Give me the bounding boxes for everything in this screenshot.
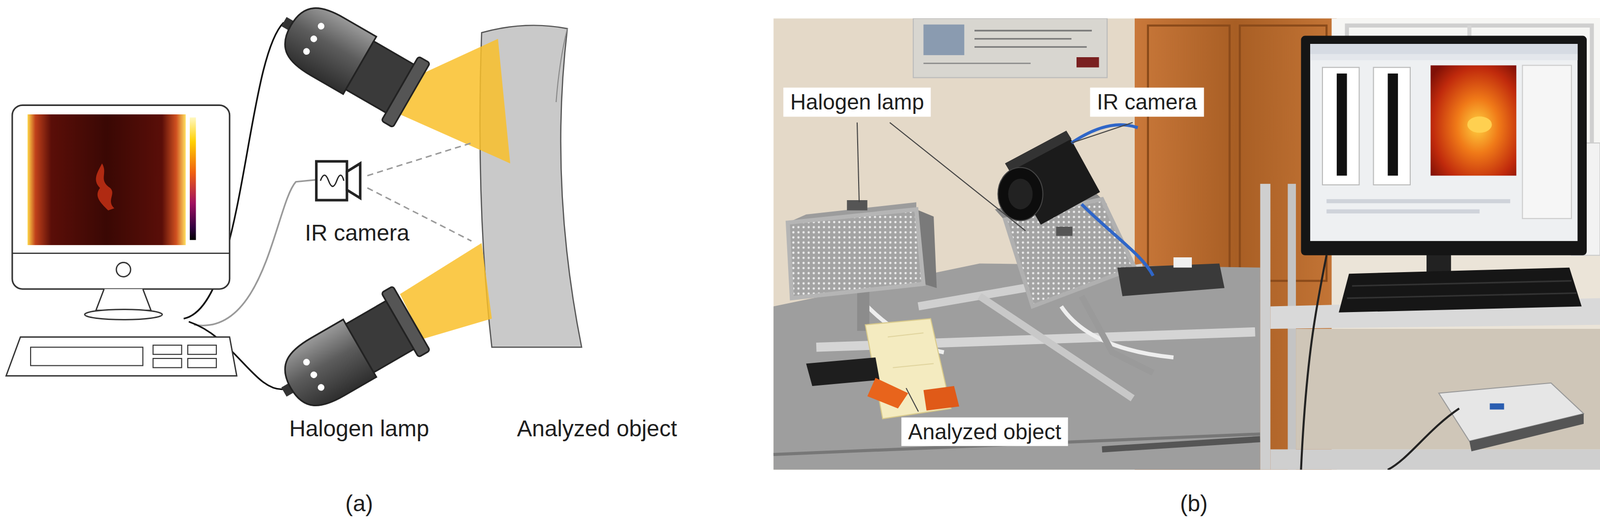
monitor-photo — [1310, 54, 1578, 61]
computer-icon — [187, 345, 217, 355]
photo-panel — [1270, 449, 1600, 470]
part-label: IR camera — [304, 219, 410, 246]
photo-panel — [1117, 263, 1225, 296]
halogen-lamp-photo — [787, 209, 924, 299]
photo-panel — [805, 357, 880, 386]
ir-camera-photo — [1081, 204, 1153, 276]
ir-camera-icon — [320, 174, 345, 187]
ir-camera-photo — [1005, 130, 1072, 172]
monitor-photo — [1336, 73, 1348, 176]
analyzed-object-photo — [887, 332, 924, 337]
ir-camera-icon — [316, 161, 348, 201]
photo-panel — [923, 24, 965, 56]
panel-label: (b) — [1180, 489, 1208, 517]
photo-panel — [974, 30, 1092, 32]
computer-icon — [5, 104, 237, 376]
halogen-lamp-photo — [1056, 226, 1073, 237]
ir-camera-icon — [367, 142, 472, 176]
photo-panel — [1347, 293, 1577, 299]
ir-camera-photo — [998, 124, 1154, 276]
computer-icon — [153, 358, 182, 368]
ir-camera-photo — [998, 167, 1044, 221]
halogen-lamp-icon — [265, 0, 430, 128]
leader-lines — [857, 122, 1133, 412]
part-label: Halogen lamp — [289, 415, 430, 442]
analyzed-object-sheet — [556, 28, 568, 103]
monitor-photo — [1310, 43, 1578, 242]
photo-panel — [1338, 267, 1582, 313]
photo-panel — [867, 377, 909, 409]
photo-panel — [1061, 306, 1174, 358]
photo-panel — [773, 18, 1600, 470]
analyzed-object-photo — [892, 363, 934, 368]
photo-panel — [974, 46, 1087, 48]
computer-icon — [96, 288, 152, 311]
monitor-photo — [1300, 35, 1587, 256]
halogen-lamp-icon — [265, 285, 430, 424]
computer-icon — [30, 347, 143, 366]
callout-label: IR camera — [1089, 87, 1204, 117]
monitor-photo — [1326, 199, 1511, 204]
photo-panel — [1173, 257, 1192, 268]
computer-icon — [187, 358, 217, 368]
computer-icon — [96, 163, 115, 210]
ir-camera-photo — [1008, 178, 1033, 210]
halogen-lamp-photo — [1081, 296, 1153, 373]
leader-lines — [1071, 122, 1133, 143]
leader-lines — [905, 387, 919, 412]
callout-label: Analyzed object — [901, 417, 1069, 447]
monitor-photo — [1430, 65, 1517, 176]
computer-icon — [12, 252, 230, 254]
photo-panel — [1469, 413, 1584, 452]
monitor-photo — [1387, 73, 1398, 176]
monitor-photo — [1310, 43, 1578, 55]
photo-panel — [913, 18, 1108, 78]
part-label: Analyzed object — [517, 415, 678, 442]
photo-panel — [1489, 403, 1504, 410]
photo-panel — [1387, 408, 1460, 470]
halogen-lamp-photo — [787, 200, 937, 331]
photo-panel — [923, 385, 959, 411]
photo-panel — [773, 18, 1600, 470]
photo-panel — [923, 62, 1031, 64]
monitor-photo — [1373, 67, 1411, 185]
monitor-photo — [1522, 65, 1572, 219]
halogen-lamp-photo — [846, 200, 868, 211]
photo-panel — [1102, 439, 1261, 450]
photo-panel — [1295, 328, 1600, 450]
photo-panel — [1076, 57, 1100, 68]
computer-icon — [12, 104, 230, 289]
monitor-photo — [1300, 35, 1587, 298]
monitor-photo — [1322, 67, 1360, 185]
monitor-photo — [1467, 116, 1493, 133]
photo-panel — [974, 37, 1072, 40]
photo-panel — [1147, 25, 1230, 281]
photo-panel — [1352, 280, 1572, 286]
photo-panel — [1300, 255, 1327, 470]
computer-icon — [116, 262, 131, 277]
computer-icon — [153, 345, 182, 355]
ir-camera-photo — [1071, 124, 1139, 143]
halogen-lamp-photo — [787, 209, 924, 299]
photo-panel — [773, 263, 1260, 470]
computer-icon — [5, 337, 237, 377]
photo-panel — [1260, 183, 1271, 470]
leader-lines — [889, 122, 1026, 232]
leader-lines — [857, 122, 860, 203]
computer-icon — [27, 114, 186, 245]
schematic-panel — [5, 0, 582, 425]
panel-label: (a) — [345, 489, 374, 517]
light-beams — [400, 38, 511, 164]
computer-icon — [84, 309, 163, 320]
callout-label: Halogen lamp — [783, 87, 932, 117]
ir-camera-icon — [347, 163, 361, 198]
computer-icon — [189, 117, 196, 241]
monitor-photo — [1326, 209, 1480, 214]
